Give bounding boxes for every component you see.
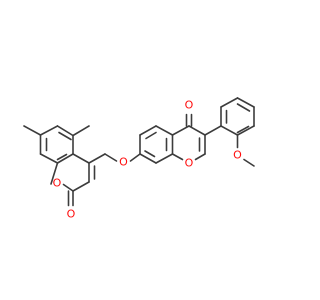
bond bbox=[56, 125, 74, 137]
bond bbox=[88, 153, 106, 164]
bond bbox=[236, 97, 255, 108]
bond bbox=[50, 162, 59, 185]
bond bbox=[236, 125, 250, 134]
atom-label-o: O bbox=[119, 156, 128, 169]
bond bbox=[155, 125, 174, 136]
bond bbox=[129, 153, 141, 162]
bond bbox=[188, 125, 206, 136]
bond bbox=[194, 153, 206, 161]
chemical-structure-diagram: O O O O O O bbox=[23, 97, 255, 221]
bond bbox=[39, 153, 59, 164]
atom-label-o: O bbox=[67, 208, 76, 221]
bond bbox=[62, 183, 74, 192]
bond bbox=[58, 131, 72, 141]
bond bbox=[23, 125, 42, 136]
bond bbox=[204, 125, 222, 136]
bond bbox=[72, 181, 90, 192]
coumarin-fragment bbox=[23, 125, 118, 207]
bond bbox=[39, 125, 59, 136]
bond bbox=[144, 150, 156, 158]
atom-labels: O O O O O O bbox=[53, 99, 243, 221]
atom-label-o: O bbox=[233, 149, 242, 162]
isoflavone-fragment bbox=[129, 97, 255, 167]
bond bbox=[56, 153, 74, 164]
bond bbox=[139, 125, 157, 136]
atom-label-o: O bbox=[185, 157, 194, 170]
bond bbox=[243, 158, 255, 167]
bond bbox=[145, 131, 157, 140]
bond bbox=[220, 97, 239, 108]
bond bbox=[56, 153, 68, 161]
atom-label-o: O bbox=[185, 99, 194, 112]
bond bbox=[236, 125, 255, 136]
bond bbox=[104, 153, 118, 162]
bond bbox=[171, 153, 184, 161]
structure-canvas: O O O O O O bbox=[23, 97, 255, 221]
bond bbox=[155, 153, 174, 164]
bond bbox=[139, 153, 157, 164]
bond bbox=[236, 103, 251, 112]
bond bbox=[171, 125, 190, 136]
bond bbox=[72, 153, 90, 164]
bond bbox=[220, 125, 239, 136]
bond bbox=[72, 125, 90, 137]
atom-label-o: O bbox=[53, 177, 62, 190]
